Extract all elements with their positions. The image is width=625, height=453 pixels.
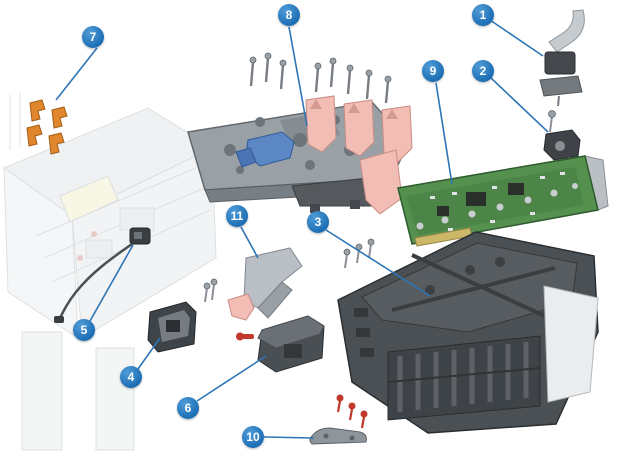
callout-5: 5	[73, 319, 95, 341]
enclosure-screws	[343, 238, 375, 269]
leader-line-5	[89, 244, 134, 322]
carriage-blue-latch	[235, 131, 295, 168]
carriage-screws	[249, 52, 392, 104]
leader-lines	[55, 19, 549, 439]
white-side-panel	[543, 285, 599, 403]
ink-tube-clips	[26, 99, 68, 155]
callout-8: 8	[278, 4, 300, 26]
leader-line-6	[196, 355, 267, 402]
leader-line-7	[55, 47, 98, 101]
faded-printer-chassis	[2, 92, 217, 451]
flex-circuit-tabs	[305, 95, 413, 215]
electronics-enclosure	[337, 231, 599, 434]
callout-1: 1	[472, 4, 494, 26]
callout-4: 4	[120, 366, 142, 388]
sensor-cable-part-5	[54, 227, 151, 323]
main-pca-board	[397, 155, 609, 247]
callout-9: 9	[422, 60, 444, 82]
callout-10: 10	[242, 426, 264, 448]
callout-6: 6	[177, 397, 199, 419]
leader-line-1	[489, 19, 544, 57]
callout-7: 7	[82, 26, 104, 48]
leader-line-10	[263, 436, 315, 439]
red-screw	[236, 332, 254, 341]
module-part-4	[147, 282, 211, 353]
callout-3: 3	[307, 211, 329, 233]
leader-line-4	[137, 337, 161, 370]
bottom-bracket-part-10	[309, 394, 368, 445]
module-part-6	[236, 315, 325, 373]
leader-line-11	[240, 226, 259, 259]
leader-line-8	[288, 26, 308, 127]
callout-11: 11	[226, 205, 248, 227]
leader-line-3	[325, 229, 431, 297]
leader-line-9	[435, 82, 453, 185]
leader-line-2	[490, 77, 549, 133]
bracket-part-11	[210, 247, 303, 321]
callout-2: 2	[472, 60, 494, 82]
cable-guide-part-1	[539, 9, 585, 107]
